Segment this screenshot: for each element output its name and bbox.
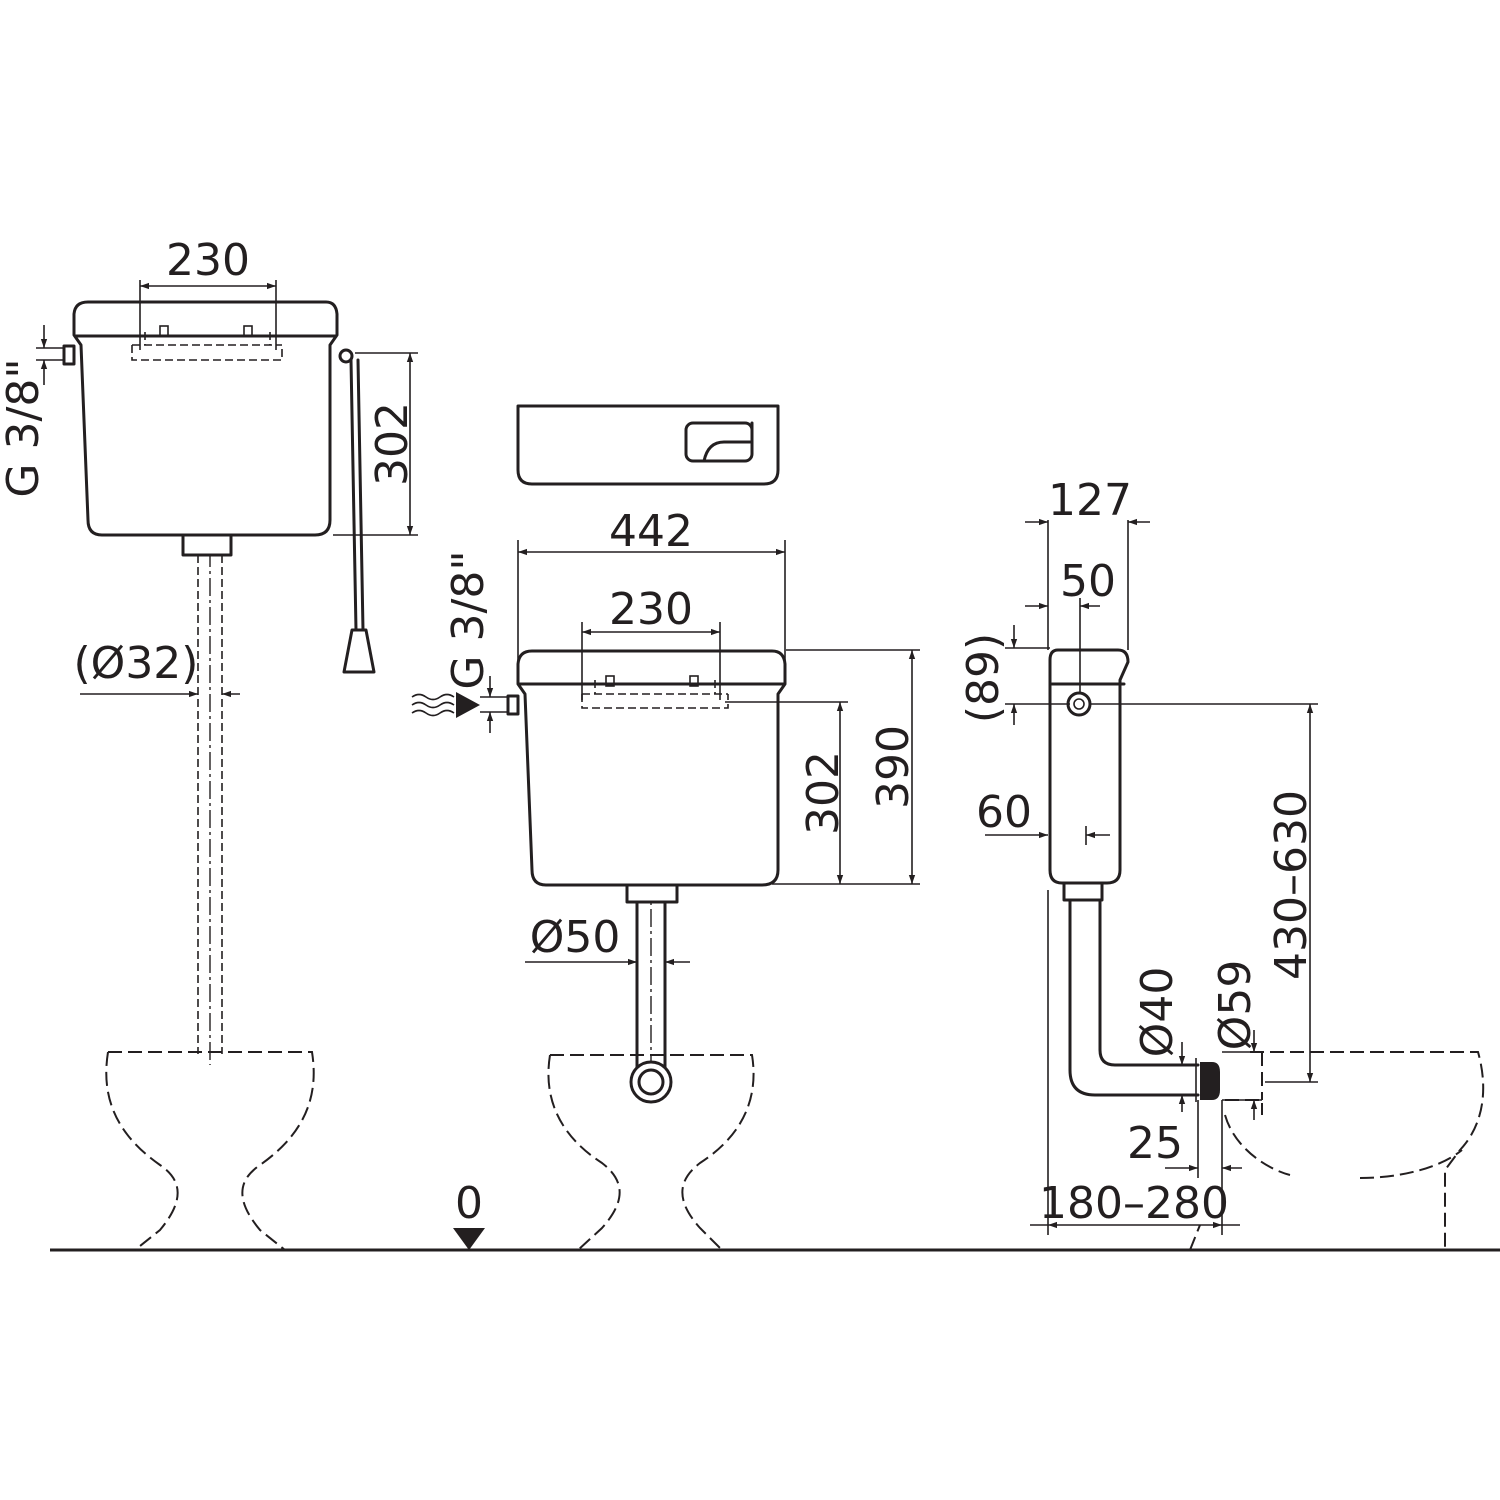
left-view: 230 302 G 3/8" (Ø32) [0,235,418,1251]
pull-handle [342,628,376,674]
left-pipe-diameter-label: (Ø32) [74,638,199,689]
right-connector-diameter-label: Ø59 [1210,960,1261,1051]
middle-lever-spacing-label: 230 [609,584,693,635]
toilet-bowl-right [1189,1051,1485,1251]
middle-flush-pipe-diameter-label: Ø50 [530,912,621,963]
right-outlet-offset-label: 60 [976,787,1032,838]
left-lever-spacing-label: 230 [166,235,250,286]
right-mount-height-label: 430–630 [1266,790,1317,980]
middle-cistern-height-label: 302 [798,751,849,835]
flush-bend-pipe [1068,898,1200,1097]
right-wall-distance-label: 180–280 [1039,1178,1229,1229]
floor-level-marker [453,1228,485,1250]
middle-inlet-thread-label: G 3/8" [443,550,494,689]
left-inlet-thread-label: G 3/8" [0,358,49,497]
right-connector-length-label: 25 [1127,1118,1183,1169]
middle-total-height-label: 390 [868,725,919,809]
toilet-bowl-middle [547,1054,755,1251]
middle-overall-width-label: 442 [609,506,693,557]
rubber-connector [1200,1062,1220,1100]
right-view: 127 50 (89) 430–630 60 Ø40 Ø59 [958,475,1485,1251]
cistern-left [72,300,339,537]
flush-pipe-left [197,555,223,1054]
cistern-middle [516,649,787,887]
right-depth-label: 127 [1048,475,1132,526]
left-cistern-height-label: 302 [367,402,418,486]
floor-level-label: 0 [455,1178,483,1229]
middle-view: 442 230 G 3/8" 302 390 Ø50 [411,404,920,1251]
right-inlet-height-label: (89) [958,633,1009,723]
right-inlet-offset-label: 50 [1060,556,1116,607]
toilet-bowl-left [105,1051,315,1251]
flush-pipe-middle [635,898,667,1072]
right-pipe-diameter-label: Ø40 [1132,967,1183,1058]
